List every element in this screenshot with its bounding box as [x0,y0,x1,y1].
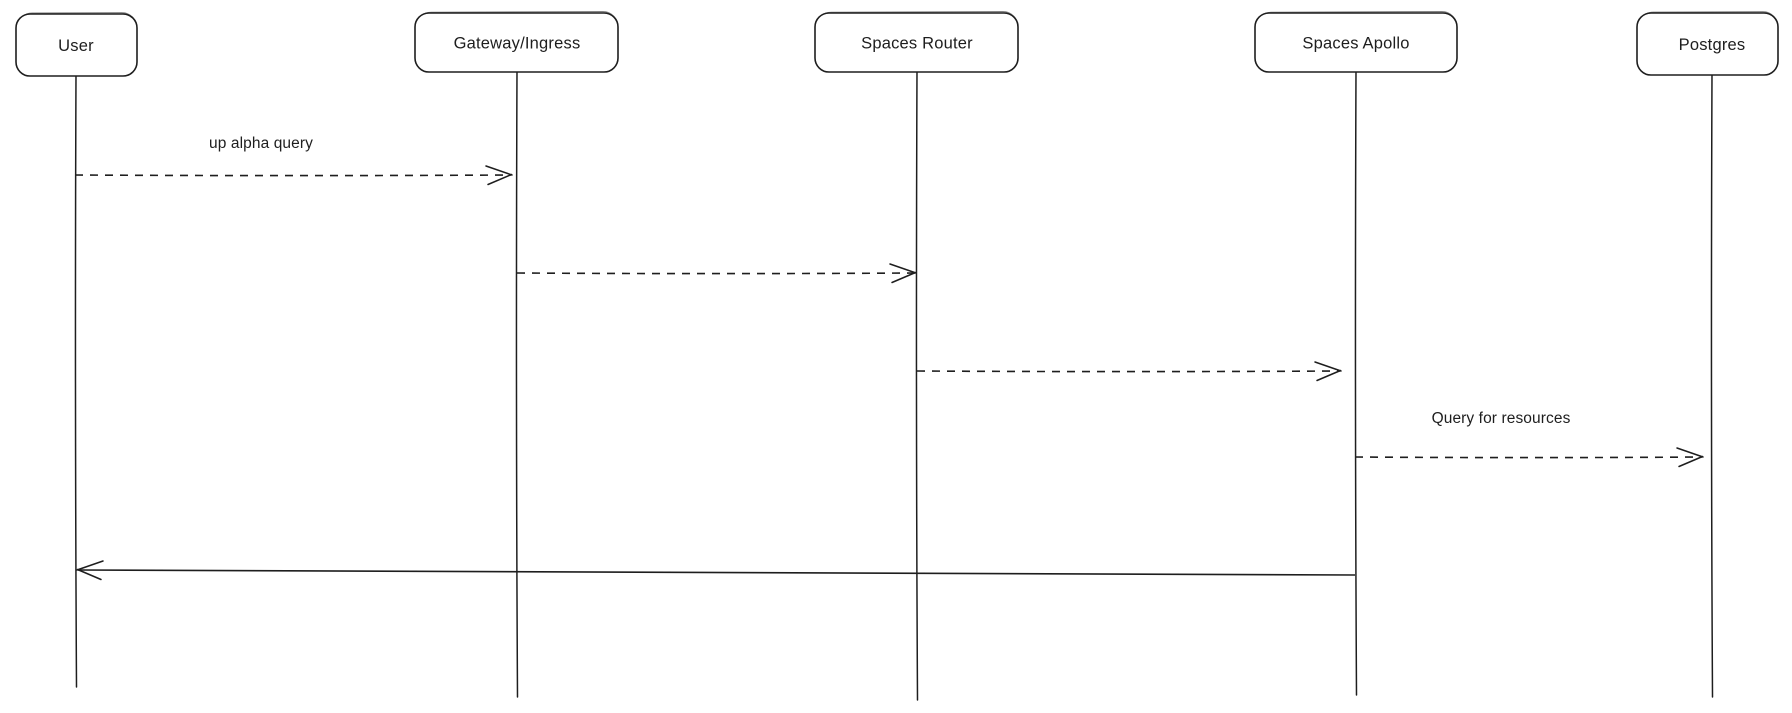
message-m4-apollo-to-postgres: Query for resources [1354,410,1704,468]
actor-box-user [15,13,138,77]
message-m1-user-to-gateway: up alpha query [74,135,513,186]
message-line-m1 [74,174,512,177]
actor-box-router [814,12,1019,73]
lifeline-postgres [1710,72,1714,698]
actor-gateway: Gateway/Ingress [414,10,619,73]
actor-box-apollo [1254,12,1458,73]
arrowhead-right-icon [889,263,917,284]
lifeline-router [915,69,919,701]
arrowhead-right-icon [485,165,513,186]
lifeline-gateway [515,69,519,698]
lifeline-user [74,73,78,688]
actor-label-postgres: Postgres [1679,36,1746,54]
actor-box-postgres [1636,12,1779,76]
arrowhead-right-icon [1314,361,1342,382]
actor-box-gateway [414,12,619,73]
actor-apollo: Spaces Apollo [1254,10,1458,73]
arrowhead-right-icon [1676,447,1704,468]
actor-router: Spaces Router [814,10,1019,73]
actor-postgres: Postgres [1636,11,1779,76]
actor-label-user: User [58,37,94,55]
message-line-m2 [516,272,916,275]
message-label-m1: up alpha query [209,135,313,152]
message-m3-router-to-apollo [916,361,1342,382]
message-line-m3 [916,370,1341,373]
arrowhead-left-icon [76,560,104,581]
actor-user: User [15,12,138,77]
message-label-m4: Query for resources [1432,410,1571,427]
lifeline-apollo [1354,69,1358,696]
message-line-m4 [1354,456,1703,459]
actor-label-gateway: Gateway/Ingress [454,35,581,53]
message-m5-apollo-to-user [76,560,1356,581]
actor-label-apollo: Spaces Apollo [1302,35,1409,53]
actor-label-router: Spaces Router [861,35,973,53]
message-m2-gateway-to-router [516,263,917,284]
message-line-m5 [77,569,1356,576]
